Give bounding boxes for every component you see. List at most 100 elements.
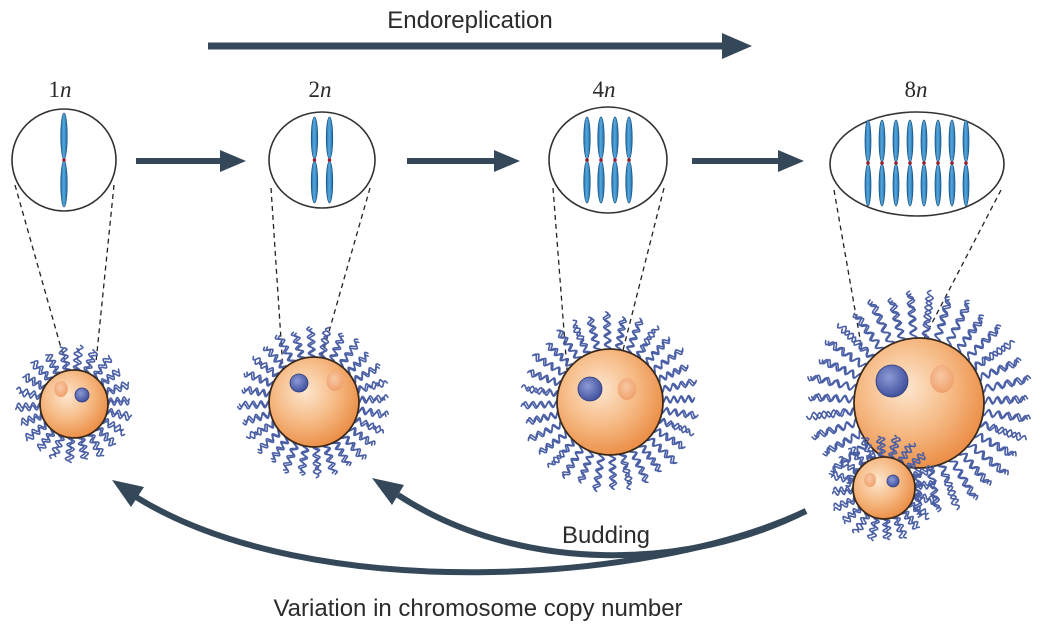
centromere bbox=[894, 161, 898, 165]
cilium bbox=[58, 346, 70, 374]
centromere bbox=[627, 158, 631, 162]
cilium bbox=[976, 359, 1020, 383]
cilium bbox=[869, 301, 896, 347]
cilium bbox=[16, 386, 44, 398]
cilium bbox=[618, 450, 632, 491]
cilium bbox=[906, 455, 926, 472]
cilium bbox=[53, 433, 65, 458]
cilium bbox=[257, 428, 282, 452]
chromatid-arm-upper bbox=[583, 116, 591, 160]
cilium bbox=[956, 317, 984, 354]
cilium bbox=[906, 503, 930, 521]
cilium bbox=[656, 419, 695, 437]
chromatid-arm-lower bbox=[906, 163, 914, 207]
cilium bbox=[637, 442, 660, 472]
cilium bbox=[573, 324, 591, 357]
cilium bbox=[246, 371, 276, 386]
chromatid-arm-upper bbox=[892, 119, 900, 163]
cilium bbox=[839, 460, 860, 475]
budding-label: Budding bbox=[562, 522, 650, 549]
cilium bbox=[830, 439, 870, 473]
budding-arrow-long bbox=[112, 480, 808, 576]
cilium bbox=[45, 354, 61, 377]
cell-1n bbox=[15, 344, 133, 464]
cilium bbox=[48, 432, 63, 460]
cilium bbox=[588, 318, 602, 354]
centromere bbox=[599, 158, 603, 162]
cilium bbox=[48, 353, 62, 377]
cilium bbox=[528, 420, 565, 439]
chromosome-zoom-8n bbox=[829, 111, 1005, 217]
cilium bbox=[881, 516, 889, 540]
nucleus bbox=[289, 373, 309, 393]
cell-membrane bbox=[268, 356, 360, 448]
cilium bbox=[636, 325, 660, 360]
cilium bbox=[577, 448, 594, 482]
cilium bbox=[104, 410, 130, 421]
cilium bbox=[104, 408, 133, 419]
cilium bbox=[827, 340, 869, 369]
chromatid-arm-lower bbox=[60, 160, 68, 208]
cell-4n bbox=[520, 311, 699, 493]
cilium bbox=[297, 443, 308, 474]
cell-membrane bbox=[39, 369, 109, 439]
chromatid-arm-upper bbox=[864, 119, 872, 163]
centromere bbox=[880, 161, 884, 165]
cilium bbox=[83, 348, 96, 375]
chromatid-arm-upper bbox=[934, 119, 942, 163]
cilium bbox=[888, 300, 907, 343]
cilium bbox=[805, 406, 858, 421]
cilium bbox=[330, 335, 345, 364]
cilium bbox=[293, 332, 307, 362]
cilium bbox=[75, 344, 84, 373]
cilium bbox=[910, 468, 935, 481]
cilium bbox=[270, 435, 289, 460]
cilium bbox=[867, 515, 878, 539]
cilium bbox=[346, 354, 369, 377]
cilium bbox=[626, 320, 644, 356]
ploidy-label-4n: 4n bbox=[593, 77, 616, 102]
cilium bbox=[20, 413, 46, 427]
cilium bbox=[946, 302, 970, 348]
cilium bbox=[85, 351, 98, 376]
cilium bbox=[277, 335, 297, 365]
cell-membrane bbox=[852, 456, 916, 520]
stage-arrow-1-2 bbox=[136, 150, 246, 172]
ploidy-label-8n: 8n bbox=[905, 77, 928, 102]
cilium bbox=[243, 385, 273, 397]
cilium bbox=[520, 383, 561, 396]
cilium bbox=[860, 437, 875, 463]
cilium bbox=[21, 411, 45, 423]
cilium bbox=[912, 480, 937, 488]
cilium bbox=[856, 512, 871, 533]
cilium bbox=[831, 488, 856, 496]
cilium bbox=[15, 403, 43, 412]
copy-number-label: Variation in chromosome copy number bbox=[273, 595, 682, 622]
cilium bbox=[851, 446, 868, 466]
cilium bbox=[67, 435, 76, 464]
cilium bbox=[355, 408, 387, 419]
nucleolus bbox=[930, 365, 954, 393]
cilium bbox=[854, 314, 885, 353]
cilium bbox=[821, 358, 863, 379]
cilium bbox=[971, 339, 1016, 372]
cilium bbox=[354, 379, 389, 395]
cilium bbox=[607, 452, 616, 488]
cilium bbox=[351, 365, 380, 385]
cilium bbox=[331, 439, 350, 466]
cilium bbox=[893, 513, 908, 539]
cilium bbox=[72, 347, 81, 373]
cilium bbox=[832, 485, 856, 493]
cilium bbox=[265, 346, 288, 370]
chromatid-arm-lower bbox=[864, 163, 872, 207]
cilium bbox=[282, 440, 298, 471]
cilium bbox=[957, 450, 990, 485]
cilium bbox=[352, 418, 384, 434]
budding-daughter-cell bbox=[830, 434, 938, 542]
centromere bbox=[312, 158, 317, 162]
cilium bbox=[33, 359, 54, 382]
cilium bbox=[851, 510, 869, 534]
cilium bbox=[966, 442, 1007, 475]
cilium bbox=[899, 442, 917, 466]
